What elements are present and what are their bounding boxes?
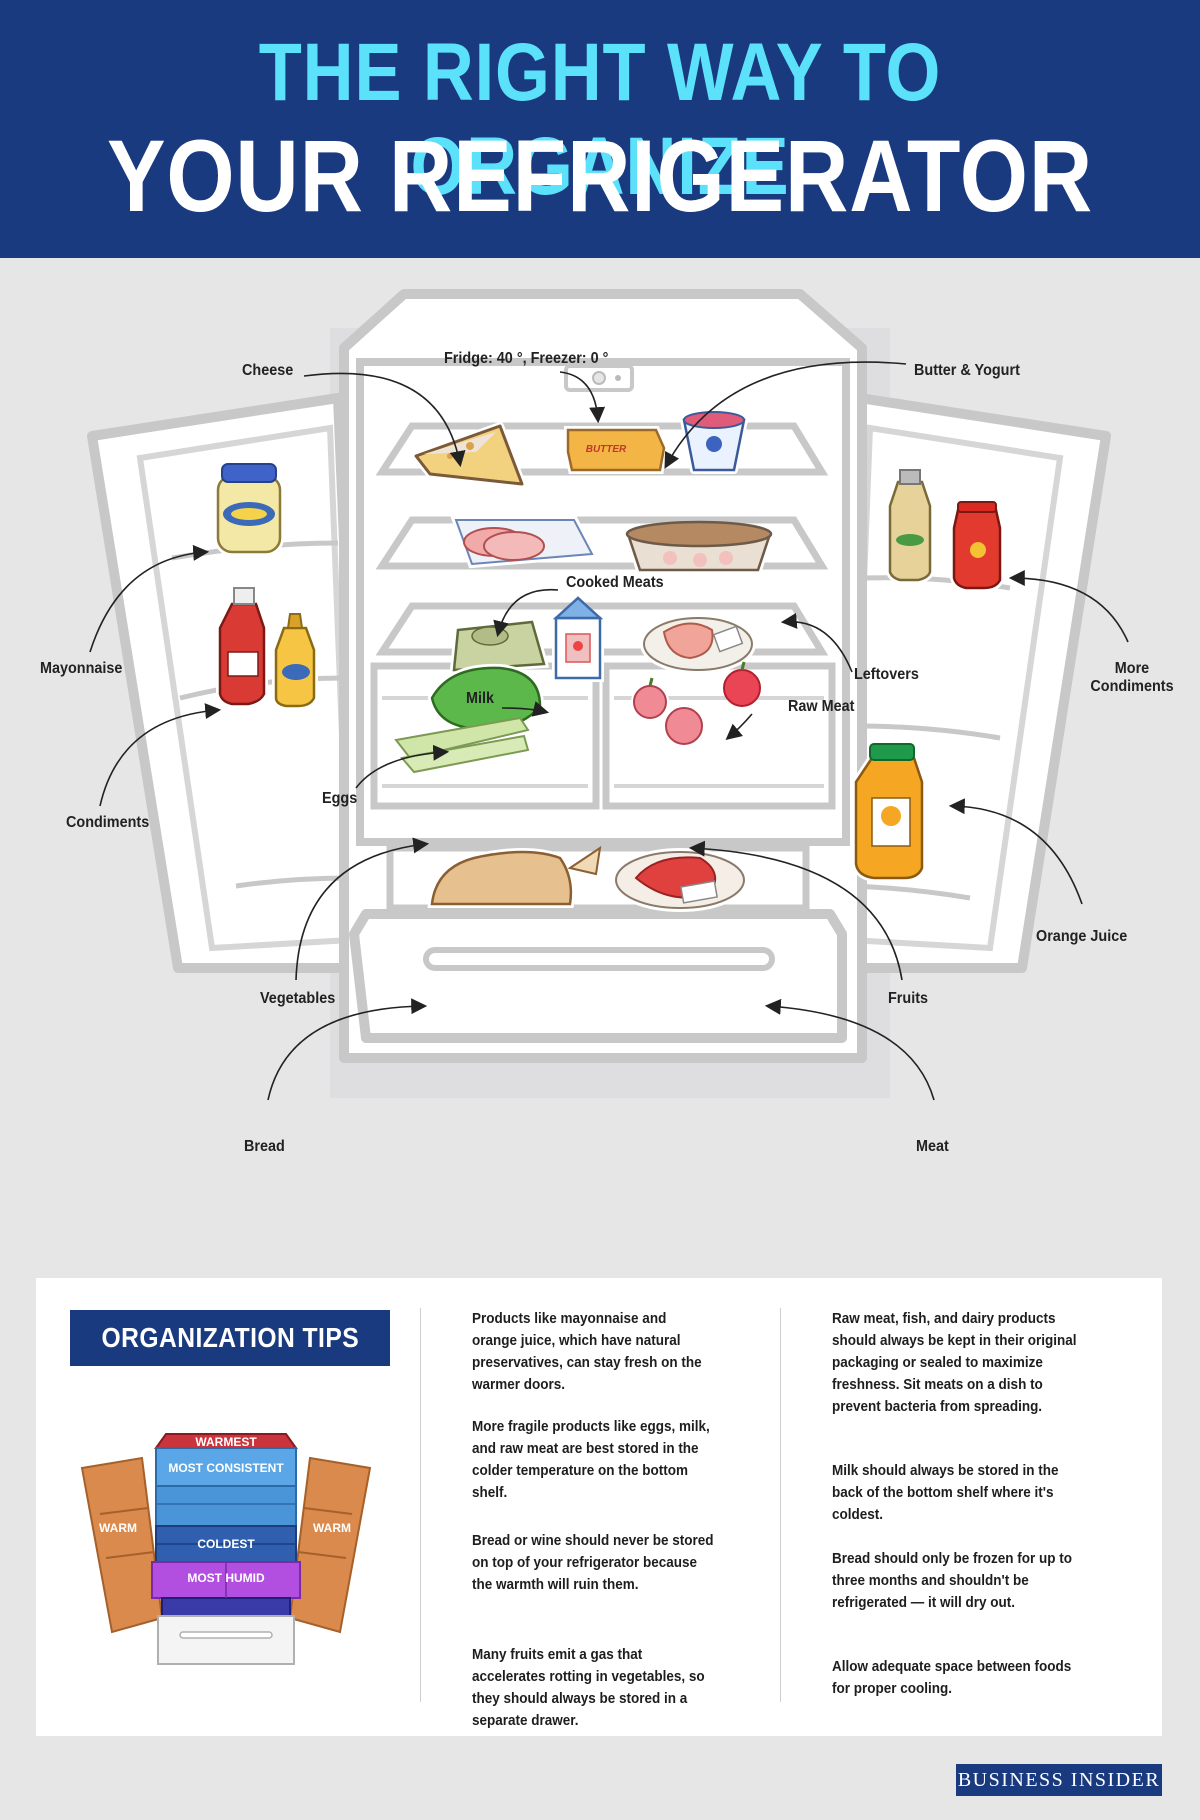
warm-door-left: [80, 1456, 164, 1634]
zone-label-most-consistent: MOST CONSISTENT: [168, 1461, 284, 1475]
raw-meat-icon: [640, 614, 756, 674]
arrow-orange-juice: [948, 798, 1083, 905]
arrow-cheese: [303, 372, 466, 468]
label-butter-yogurt: Butter & Yogurt: [914, 362, 1020, 379]
dressing-bottle-icon: [886, 469, 934, 584]
tip-text: More fragile products like eggs, milk, a…: [472, 1418, 710, 1501]
title-line-1: THE RIGHT WAY TO ORGANIZE: [258, 27, 942, 212]
arrow-mayonnaise: [89, 544, 210, 653]
cheese-icon: [412, 422, 526, 488]
label-orange-juice: Orange Juice: [1036, 928, 1128, 945]
title-line-2: YOUR REFRIGERATOR: [106, 119, 1094, 233]
tip-text: Many fruits emit a gas that accelerates …: [472, 1646, 705, 1729]
vegetables-icon: [394, 663, 545, 774]
label-condiments: Condiments: [66, 814, 150, 831]
fridge-illustration: BUTTER: [87, 289, 1129, 1101]
zone-label-warm-left: WARM: [99, 1521, 137, 1535]
arrow-milk: [501, 701, 550, 717]
arrow-thermostat: [559, 371, 606, 424]
leftovers-icon: [622, 520, 776, 574]
label-raw-meat: Raw Meat: [788, 698, 855, 715]
arrow-cooked-meats: [493, 588, 559, 638]
column-divider-1: [420, 1308, 421, 1702]
bread-icon: [427, 845, 602, 908]
fruits-icon: [631, 661, 761, 745]
zone-label-warmest: WARMEST: [195, 1435, 257, 1449]
tips-heading: ORGANIZATION TIPS: [70, 1310, 390, 1366]
label-meat: Meat: [916, 1138, 949, 1155]
mayonnaise-icon: [214, 463, 284, 556]
arrow-butter-yogurt: [664, 361, 907, 469]
label-bread: Bread: [244, 1138, 285, 1155]
salsa-jar-icon: [950, 501, 1004, 592]
temperature-zone-diagram: WARMEST MOST CONSISTENT WARM WARM COLDES…: [80, 1433, 372, 1665]
arrow-more-condiments: [1008, 570, 1129, 643]
label-leftovers: Leftovers: [854, 666, 919, 683]
arrow-vegetables: [295, 837, 430, 981]
tip-text: Allow adequate space between foods for p…: [832, 1658, 1072, 1697]
butter-text: BUTTER: [586, 444, 627, 455]
ketchup-icon: [216, 587, 268, 708]
mustard-icon: [272, 613, 318, 710]
business-insider-logo: BUSINESS INSIDER: [956, 1764, 1162, 1796]
tip-text: Products like mayonnaise and orange juic…: [472, 1310, 702, 1393]
label-eggs: Eggs: [322, 790, 358, 807]
tip-text: Bread or wine should never be stored on …: [472, 1532, 714, 1593]
cooked-meats-icon: [450, 516, 599, 569]
arrow-meat: [764, 998, 935, 1101]
label-mayonnaise: Mayonnaise: [40, 660, 123, 677]
zone-label-coldest: COLDEST: [197, 1537, 255, 1551]
arrow-condiments: [99, 703, 222, 807]
butter-icon: BUTTER: [564, 426, 669, 474]
label-milk: Milk: [466, 690, 495, 707]
meat-icon: [612, 848, 748, 912]
arrow-raw-meat: [725, 713, 753, 741]
tip-text: Milk should always be stored in the back…: [832, 1462, 1059, 1523]
yogurt-icon: [680, 411, 748, 474]
freezer-drawer: [157, 1615, 295, 1665]
arrow-fruits: [688, 840, 903, 981]
fridge-diagram: BUTTER: [0, 258, 1200, 1248]
label-fruits: Fruits: [888, 990, 929, 1007]
arrow-leftovers: [780, 612, 853, 673]
arrow-eggs: [355, 744, 450, 789]
tip-text: Raw meat, fish, and dairy products shoul…: [832, 1310, 1077, 1415]
column-divider-2: [780, 1308, 781, 1702]
label-cooked-meats: Cooked Meats: [566, 574, 664, 591]
label-more-condiments: More Condiments: [1090, 660, 1174, 695]
tip-text: Bread should only be frozen for up to th…: [832, 1550, 1073, 1611]
label-temperature: Fridge: 40 °, Freezer: 0 °: [444, 350, 609, 367]
arrow-bread: [267, 998, 428, 1101]
organization-tips-panel: ORGANIZATION TIPS WARMEST MOST CONSISTEN…: [36, 1278, 1162, 1736]
zone-most-consistent: [155, 1447, 297, 1487]
label-vegetables: Vegetables: [260, 990, 336, 1007]
header-banner: THE RIGHT WAY TO ORGANIZE YOUR REFRIGERA…: [0, 0, 1200, 258]
eggs-icon: [449, 617, 550, 675]
warm-door-right: [288, 1456, 372, 1634]
zone-label-warm-right: WARM: [313, 1521, 351, 1535]
milk-icon: [552, 596, 604, 682]
orange-juice-icon: [852, 743, 926, 882]
callout-arrows: [89, 361, 1129, 1101]
zone-label-most-humid: MOST HUMID: [187, 1571, 265, 1585]
label-cheese: Cheese: [242, 362, 294, 379]
